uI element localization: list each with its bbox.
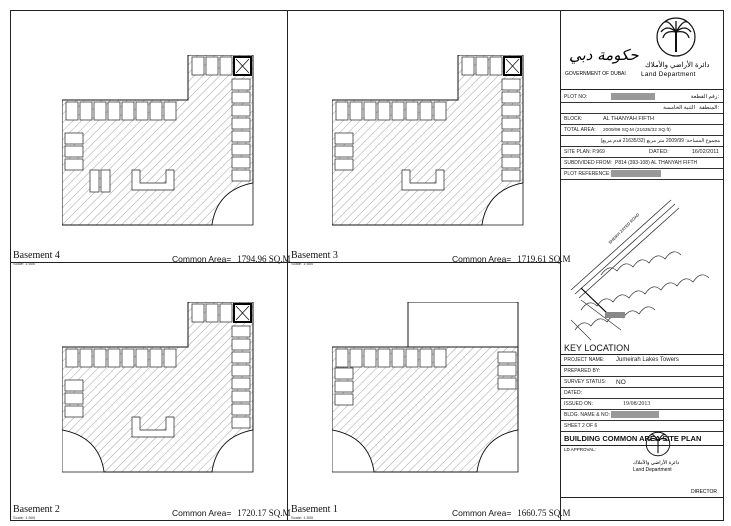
sheet-border: [10, 10, 724, 521]
block-row: BLOCK:AL THANYAH FIFTH: [561, 114, 723, 125]
prepared-by-row: PREPARED BY:: [561, 366, 723, 377]
total-area-ar-row: مجموع المساحة: 2009/99 متر مربع (21635/3…: [561, 136, 723, 147]
redacted: [611, 93, 655, 101]
plan-name: Basement 4: [13, 250, 60, 261]
redacted: [611, 411, 659, 419]
key-location-map: [570, 199, 710, 341]
common-area: Common Area=1719.61 SQ.M: [452, 254, 571, 264]
plan-name: Basement 2: [13, 504, 60, 515]
stamp-dept-label: Land Department: [633, 467, 672, 473]
key-location-heading: KEY LOCATION: [564, 343, 630, 353]
divider: [287, 10, 288, 521]
ld-approval-label: LD APPROVAL:: [564, 447, 596, 452]
title-block: حكومة دبي GOVERNMENT OF DUBAI دائرة الأر…: [561, 11, 723, 520]
land-dept-stamp-icon: [645, 431, 671, 457]
sheet-title: BUILDING COMMON AREA SITE PLAN: [564, 434, 702, 443]
director-label: DIRECTOR: [690, 489, 717, 495]
common-area: Common Area=1660.75 SQ.M: [452, 508, 571, 518]
plan-scale: Scale: 1:500: [291, 515, 314, 520]
land-dept-label: Land Department: [641, 71, 696, 78]
bldg-name-row: BLDG. NAME & NO:: [561, 410, 723, 421]
gov-dubai-logo-arabic: حكومة دبي: [569, 46, 639, 64]
gov-dubai-label: GOVERNMENT OF DUBAI: [565, 71, 626, 77]
divider: [560, 10, 561, 521]
project-name-row: PROJECT NAME:Jumeirah Lakes Towers: [561, 355, 723, 366]
plot-no-row: PLOT NO:رقم القطعة:: [561, 92, 723, 103]
plan-scale: Scale: 1:500: [13, 515, 36, 520]
subdivided-row: SUBDIVIDED FROM:P814 (393-108) AL THANYA…: [561, 158, 723, 169]
total-area-row: TOTAL AREA:2009/99 SQ.M (21635/32 SQ.ft): [561, 125, 723, 136]
redacted: [611, 170, 661, 178]
sheet-row: SHEET 2 OF 6: [561, 421, 723, 432]
issued-on-row: ISSUED ON:19/08/2013: [561, 399, 723, 410]
plan-name: Basement 3: [291, 250, 338, 261]
common-area: Common Area=1794.96 SQ.M: [172, 254, 291, 264]
palm-tree-logo-icon: [656, 17, 696, 57]
divider: [10, 262, 560, 263]
land-dept-arabic: دائرة الأراضي والأملاك: [645, 62, 710, 69]
stamp-dept-arabic: دائرة الأراضي والأملاك: [633, 460, 680, 466]
plot-reference-row: PLOT REFERENCE:: [561, 169, 723, 180]
plan-name: Basement 1: [291, 504, 338, 515]
plan-scale: Scale: 1:500: [13, 261, 36, 266]
survey-status-row: SURVEY STATUS:NO: [561, 377, 723, 388]
header-logos: حكومة دبي GOVERNMENT OF DUBAI دائرة الأر…: [561, 11, 723, 89]
plan-scale: Scale: 1:500: [291, 261, 314, 266]
common-area: Common Area=1720.17 SQ.M: [172, 508, 291, 518]
redacted: [605, 312, 625, 318]
dated-row: DATED:: [561, 388, 723, 399]
